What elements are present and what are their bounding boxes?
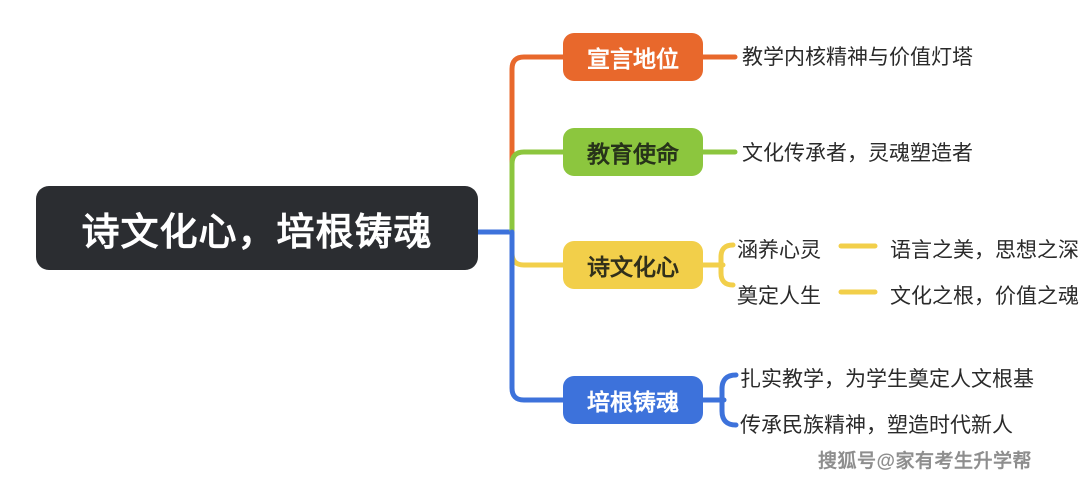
- connector-to-poetry: [509, 229, 566, 268]
- branch-node-mission[interactable]: 教育使命: [563, 128, 703, 176]
- connector-to-mission: [509, 149, 566, 235]
- leaf-poetry-nourish-detail: 语言之美，思想之深: [890, 239, 1079, 262]
- leaf-rootcasting-detail-1: 扎实教学，为学生奠定人文根基: [740, 368, 1034, 391]
- connector-to-declaration: [509, 54, 566, 235]
- root-node[interactable]: 诗文化心，培根铸魂: [36, 186, 478, 270]
- branch-node-rootcasting[interactable]: 培根铸魂: [563, 376, 703, 424]
- sub-label-poetry-foundation: 奠定人生: [737, 285, 821, 308]
- connector-to-rootcasting: [509, 229, 566, 403]
- branch-node-declaration[interactable]: 宣言地位: [563, 33, 703, 81]
- sub-label-poetry-nourish: 涵养心灵: [737, 239, 821, 262]
- watermark: 搜狐号@家有考生升学帮: [818, 451, 1033, 472]
- leaf-mission-detail: 文化传承者，灵魂塑造者: [742, 142, 973, 165]
- leaf-rootcasting-detail-2: 传承民族精神，塑造时代新人: [740, 414, 1013, 437]
- branch-node-poetry[interactable]: 诗文化心: [563, 241, 703, 289]
- leaf-poetry-foundation-detail: 文化之根，价值之魂: [890, 285, 1079, 308]
- leaf-declaration-detail: 教学内核精神与价值灯塔: [742, 46, 973, 69]
